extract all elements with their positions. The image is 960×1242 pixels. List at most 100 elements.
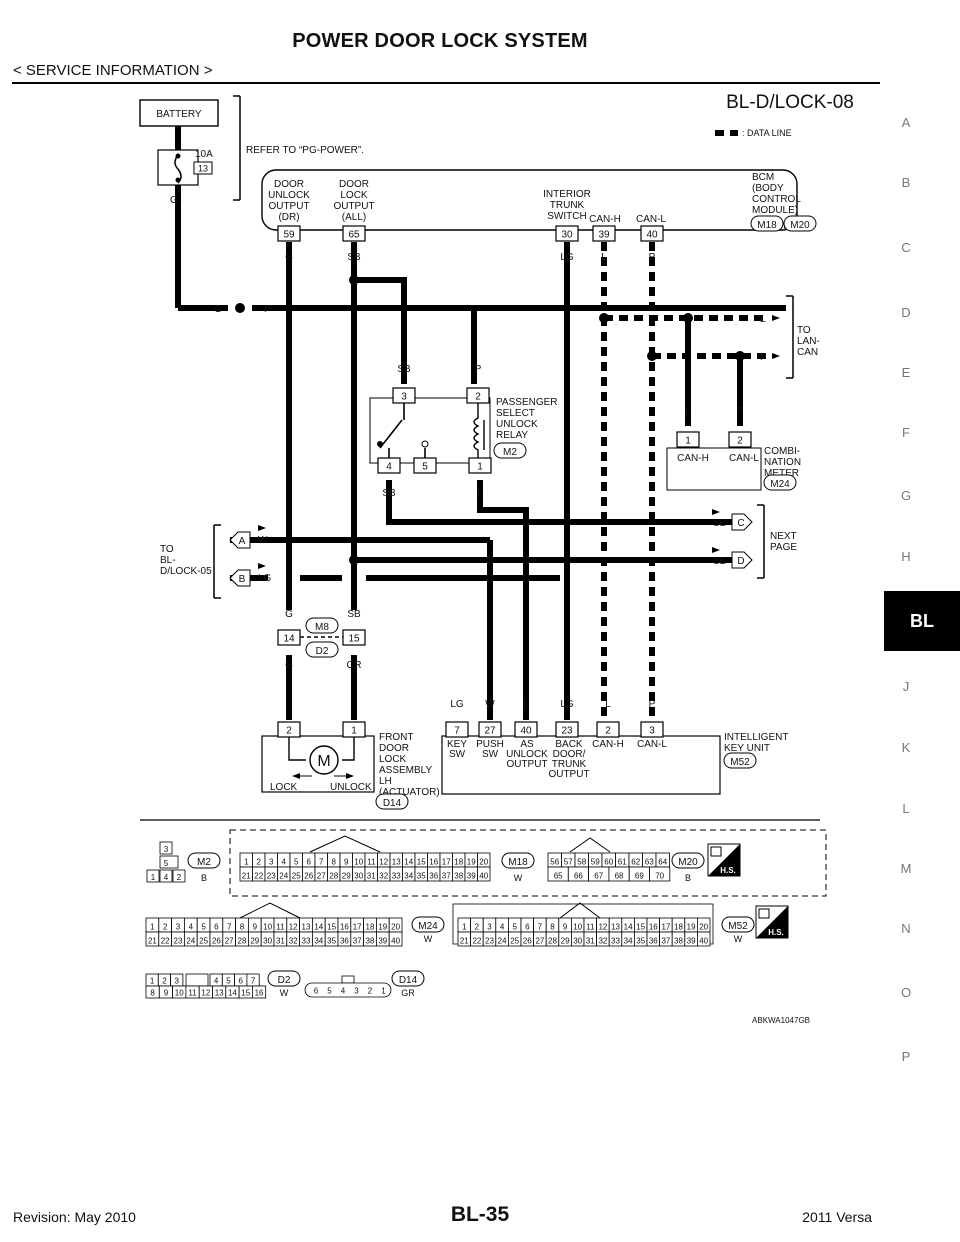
page-number: BL-35 bbox=[450, 1203, 510, 1226]
offpage-a bbox=[229, 531, 251, 549]
relay-contact bbox=[377, 441, 383, 447]
pin-number: 38 bbox=[674, 937, 683, 946]
section-tab-j: J bbox=[902, 679, 910, 694]
pin-number: 12 bbox=[289, 923, 298, 932]
pin-number: 18 bbox=[366, 923, 375, 932]
wire-color: P bbox=[649, 252, 656, 263]
pin-number: 5 bbox=[226, 977, 231, 986]
connector-color: B bbox=[201, 873, 207, 883]
wire-color: LG bbox=[450, 699, 464, 710]
iku-terminal-label: BACK bbox=[555, 739, 583, 750]
pin-number: 36 bbox=[340, 937, 349, 946]
section-tab-e: E bbox=[901, 365, 911, 380]
pin-cell bbox=[251, 985, 267, 999]
revision-date: Revision: May 2010 bbox=[13, 1209, 136, 1225]
connector-label: D14 bbox=[399, 975, 418, 986]
meter-label: COMBI- bbox=[764, 446, 800, 457]
iku-terminal bbox=[514, 721, 538, 738]
pin-number: 11 bbox=[276, 923, 285, 932]
pin-number: 2 bbox=[475, 923, 480, 932]
pin-number: 34 bbox=[404, 872, 413, 881]
pin-number: 18 bbox=[674, 923, 683, 932]
pin-number: 37 bbox=[442, 872, 451, 881]
bcm-terminal bbox=[555, 225, 579, 242]
wire-color: P bbox=[475, 364, 482, 375]
pin-number: 5 bbox=[201, 923, 206, 932]
bcm-box bbox=[261, 169, 798, 231]
pin-number: 40 bbox=[699, 937, 708, 946]
connector-color: W bbox=[514, 873, 523, 883]
wire-color: P bbox=[649, 699, 656, 710]
pin-number: 28 bbox=[238, 937, 247, 946]
motor-icon bbox=[309, 745, 339, 775]
to-prev-label: TO bbox=[160, 544, 174, 555]
section-subtitle: < SERVICE INFORMATION > bbox=[13, 62, 213, 79]
relay-box bbox=[369, 397, 491, 464]
pin-number: 26 bbox=[212, 937, 221, 946]
offpage-label: B bbox=[239, 574, 246, 585]
connector-label: M20 bbox=[790, 220, 810, 231]
bcm-terminal-label: DOOR bbox=[339, 179, 369, 190]
pin-number: 20 bbox=[391, 923, 400, 932]
connector-m2 bbox=[187, 852, 221, 869]
relay-connector bbox=[493, 442, 527, 459]
pin-number: 1 bbox=[462, 923, 467, 932]
connector-color: W bbox=[424, 934, 433, 944]
pin-number: 33 bbox=[392, 872, 401, 881]
pin-number: 3 bbox=[176, 923, 181, 932]
connector-label: D14 bbox=[383, 798, 402, 809]
pin-number: 37 bbox=[353, 937, 362, 946]
splice-dot bbox=[349, 275, 359, 285]
pin-number: 8 bbox=[240, 923, 245, 932]
bcm-label: (BODY bbox=[752, 183, 784, 194]
fuse-number-box bbox=[193, 161, 213, 175]
section-tab-g: G bbox=[900, 488, 912, 503]
iku-terminal-label: CAN-L bbox=[637, 739, 667, 750]
bcm-terminal-label: OUTPUT bbox=[268, 201, 309, 212]
pin-number: 15 bbox=[417, 858, 426, 867]
actuator-label: LOCK bbox=[379, 754, 407, 765]
bcm-connector-m18 bbox=[750, 215, 784, 232]
iku-terminal-label: DOOR/ bbox=[553, 749, 586, 760]
pin-number: 29 bbox=[561, 937, 570, 946]
connector-label: D2 bbox=[278, 975, 291, 986]
pin-number: 40 bbox=[391, 937, 400, 946]
pin-number: 31 bbox=[276, 937, 285, 946]
meter-terminal bbox=[676, 431, 700, 448]
pin-cell bbox=[159, 841, 173, 855]
pin-number: 29 bbox=[250, 937, 259, 946]
terminal-number: 1 bbox=[477, 462, 483, 473]
pin-number: 7 bbox=[227, 923, 232, 932]
section-tab-l: L bbox=[902, 801, 910, 816]
bcm-label: BCM bbox=[752, 172, 774, 183]
pin-number: 3 bbox=[354, 987, 359, 996]
terminal-number: 14 bbox=[283, 634, 295, 645]
pin-number: 30 bbox=[263, 937, 272, 946]
pin-number: 3 bbox=[175, 977, 180, 986]
pin-number: 23 bbox=[485, 937, 494, 946]
bcm-terminal-label: (ALL) bbox=[342, 212, 366, 223]
pin-number: 5 bbox=[327, 987, 332, 996]
pin-number: 11 bbox=[586, 923, 595, 932]
connector-latch bbox=[569, 837, 611, 853]
arrow-icon bbox=[292, 773, 300, 779]
pin-number: 62 bbox=[631, 858, 640, 867]
pin-number: 31 bbox=[367, 872, 376, 881]
pin-number: 58 bbox=[577, 858, 586, 867]
relay-coil-icon bbox=[473, 403, 485, 458]
connector-label: M52 bbox=[728, 921, 748, 932]
actuator-connector bbox=[375, 793, 409, 810]
terminal-number: 40 bbox=[646, 230, 658, 241]
pin-number: 28 bbox=[329, 872, 338, 881]
pin-cell bbox=[697, 931, 711, 947]
wire-color: SB bbox=[713, 518, 727, 529]
terminal-number: 23 bbox=[561, 726, 573, 737]
splice-dot bbox=[235, 303, 245, 313]
arrow-right-icon bbox=[772, 353, 780, 359]
to-prev-label: BL- bbox=[160, 555, 176, 566]
pin-number: 40 bbox=[479, 872, 488, 881]
offpage-label: A bbox=[239, 536, 246, 547]
pin-number: 4 bbox=[500, 923, 505, 932]
